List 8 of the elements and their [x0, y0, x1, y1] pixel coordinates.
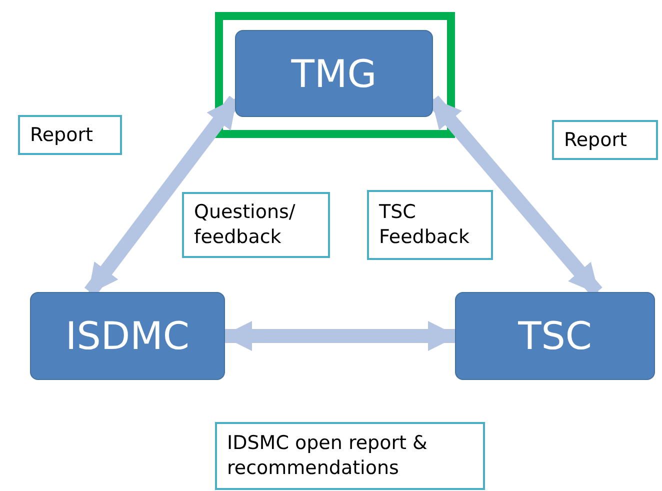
- label-box: Report: [18, 115, 122, 155]
- process-box: TMG: [235, 30, 433, 117]
- process-box: TSC: [455, 292, 655, 380]
- label-box: TSC Feedback: [367, 190, 493, 260]
- label-box: Questions/ feedback: [182, 192, 330, 258]
- process-box: ISDMC: [30, 292, 225, 380]
- label-box: Report: [552, 120, 658, 160]
- label-box: IDSMC open report & recommendations: [215, 422, 485, 490]
